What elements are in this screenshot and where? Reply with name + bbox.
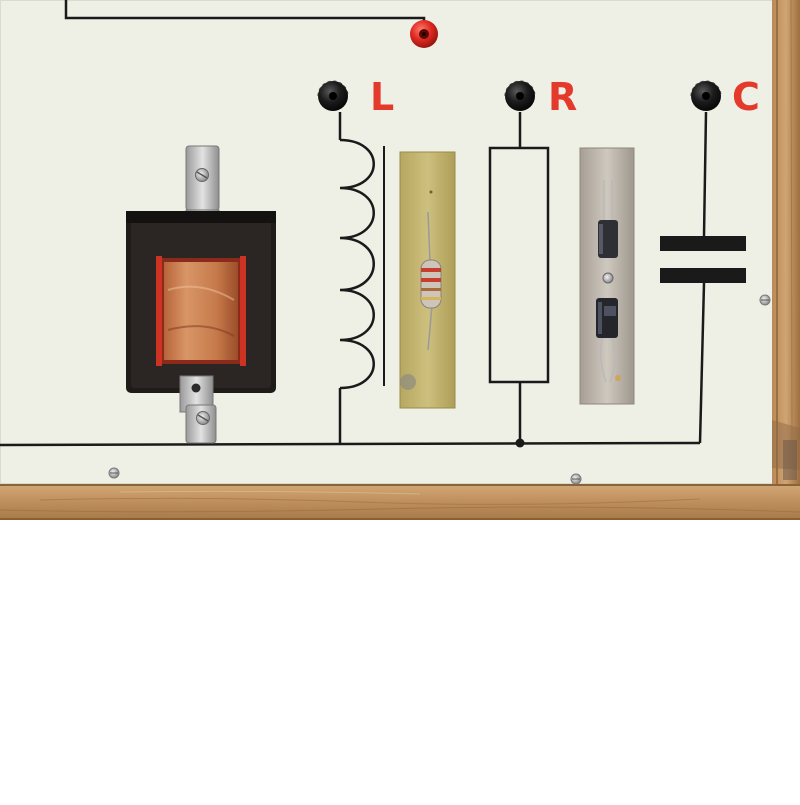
inductor-label: L — [370, 75, 395, 119]
capacitor-component — [579, 147, 635, 405]
capacitor-label: C — [732, 75, 760, 119]
resistor-symbol — [488, 112, 550, 443]
wood-frame-bottom — [0, 484, 800, 520]
terminal-knob-c[interactable] — [690, 80, 722, 111]
panel-screw — [570, 473, 582, 485]
terminal-knob-r[interactable] — [504, 80, 536, 111]
inductor-coil-component — [126, 145, 276, 444]
red-terminal-knob[interactable] — [410, 20, 438, 48]
panel-screw — [759, 294, 771, 306]
bus-wire — [0, 441, 701, 447]
resistor-label: R — [548, 75, 578, 119]
terminal-knob-l[interactable] — [317, 80, 349, 111]
panel-screw — [108, 467, 120, 479]
inductor-symbol — [338, 112, 385, 443]
resistor-component — [399, 151, 456, 409]
capacitor-symbol — [660, 111, 746, 444]
